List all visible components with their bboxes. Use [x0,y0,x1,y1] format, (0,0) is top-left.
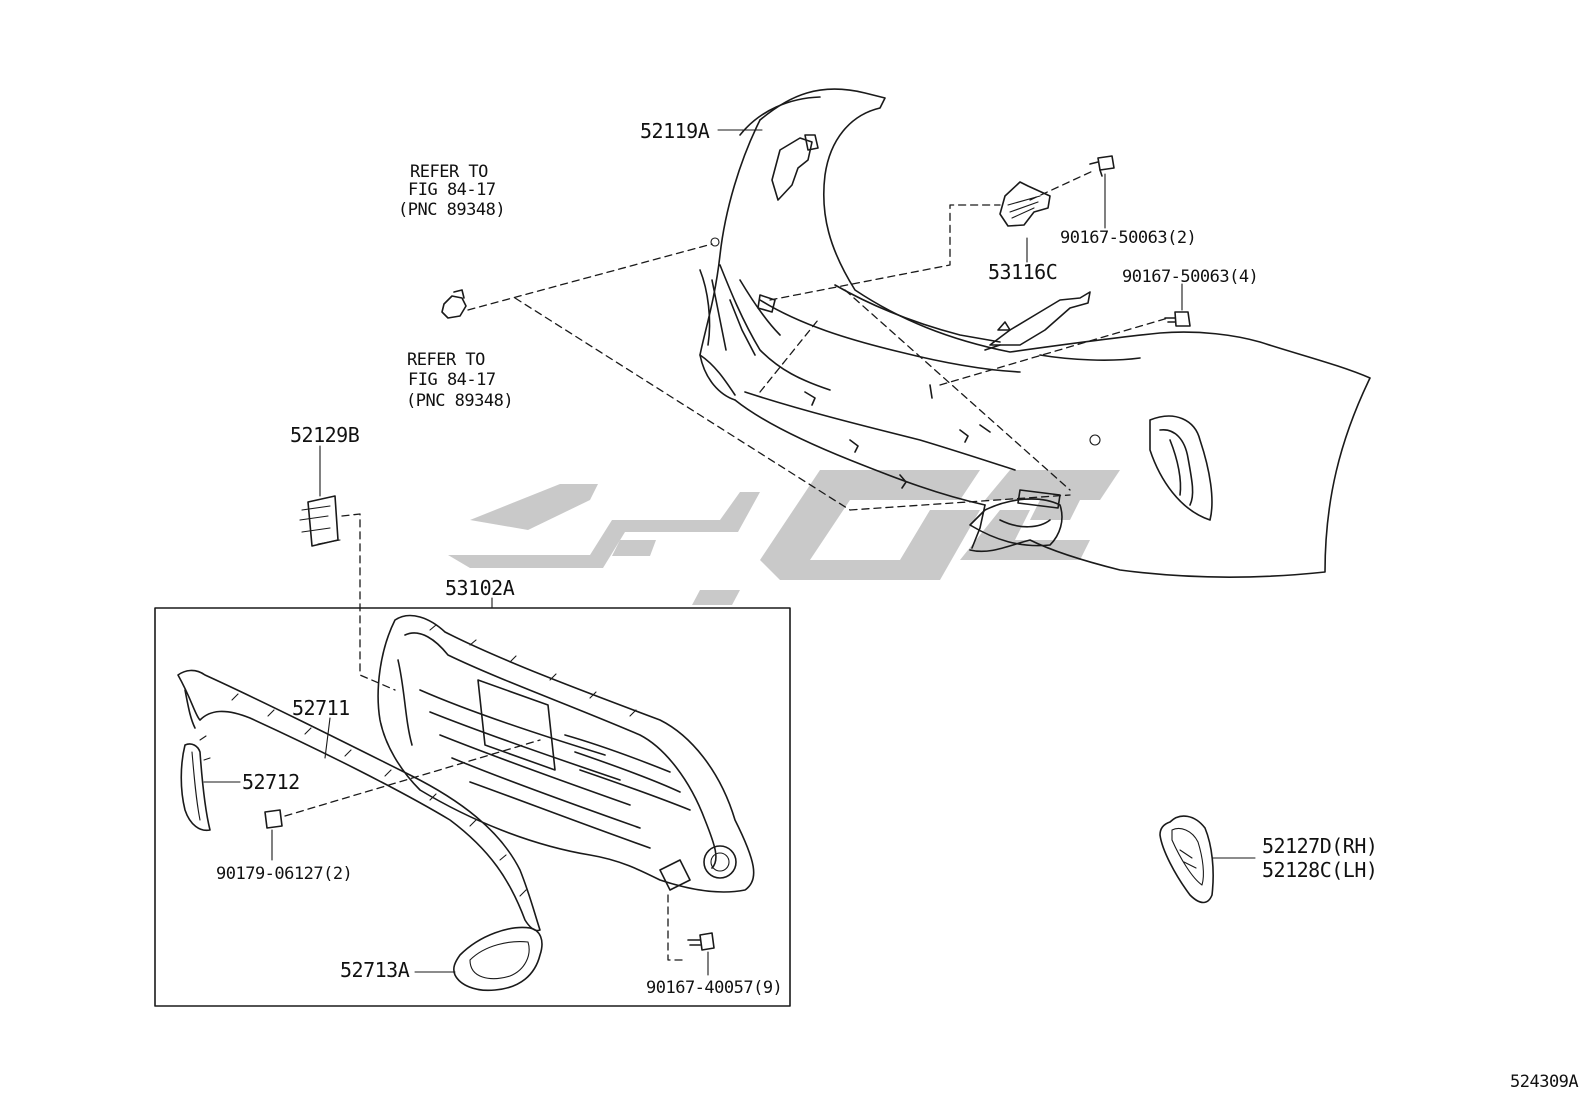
screw-icon [1164,311,1191,327]
label-nut: 90179-06127(2) [216,864,353,884]
label-molding-side: 52712 [242,770,300,794]
retainer-icon [299,495,341,547]
label-grille-assy: 53102A [445,576,515,600]
label-screw-right: 90167-50063(4) [1122,267,1259,287]
molding-icon [180,735,211,832]
grille-icon [377,614,755,893]
label-screw-grille: 90167-40057(9) [646,978,783,998]
nut-icon [264,809,283,829]
label-cover-rh: 52127D(RH) [1262,834,1378,858]
label-refer-mid-2: FIG 84-17 [408,370,496,390]
side-cover-icon [1159,815,1214,904]
label-refer-top-1: REFER TO [410,162,488,182]
label-bracket: 53116C [988,260,1058,284]
screw-icon [1089,155,1115,177]
label-cover-lh: 52128C(LH) [1262,858,1378,882]
figure-id: 524309A [1510,1072,1579,1092]
label-refer-mid-1: REFER TO [407,350,485,370]
clip-icon [441,289,467,319]
label-refer-top-3: (PNC 89348) [398,200,506,220]
label-screw-top: 90167-50063(2) [1060,228,1197,248]
bracket-icon [999,181,1051,227]
label-molding-upper: 52711 [292,696,350,720]
logo-watermark [448,470,1120,605]
label-molding-lower: 52713A [340,958,410,982]
label-refer-top-2: FIG 84-17 [408,180,496,200]
label-bumper-cover: 52119A [640,119,710,143]
label-retainer: 52129B [290,423,360,447]
bumper-cover-icon [699,88,1371,578]
label-refer-mid-3: (PNC 89348) [406,391,514,411]
screw-icon [687,932,715,951]
molding-icon [177,669,541,932]
molding-icon [453,926,543,992]
